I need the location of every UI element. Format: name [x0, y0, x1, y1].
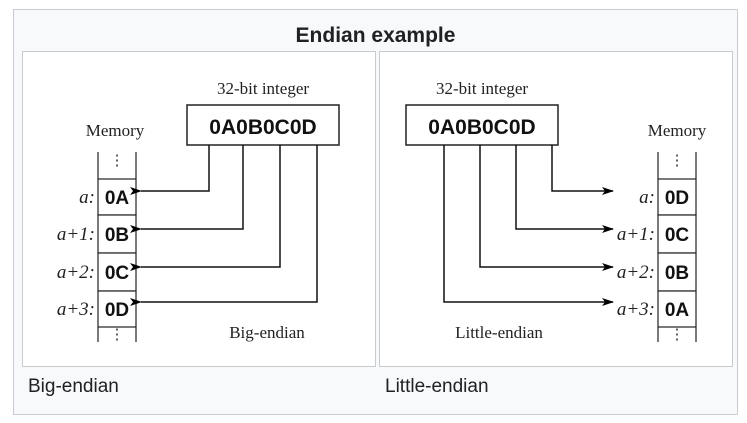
little-endian-caption: Little-endian: [385, 376, 489, 397]
little-endian-panel: 32-bit integer 0A0B0C0D Memory ⋮ ⋮ 0D 0C…: [379, 51, 733, 367]
memory-column: ⋮ ⋮ 0D 0C 0B 0A a: a+1: a+2: a+3:: [617, 152, 697, 343]
memory-label: Memory: [648, 121, 707, 140]
address-label: a+3:: [617, 299, 655, 320]
arrow-byte-0C: [515, 145, 614, 233]
integer-label: 32-bit integer: [436, 79, 528, 98]
memory-cell-value: 0B: [105, 225, 129, 246]
integer-value: 0A0B0C0D: [428, 116, 535, 139]
figure-title: Endian example: [295, 24, 456, 47]
memory-ellipsis-top: ⋮: [110, 153, 125, 169]
address-label: a+2:: [617, 262, 655, 283]
endian-figure: Endian example 32-bit integer 0A0B0C0D M…: [13, 9, 738, 415]
memory-cell: [97, 214, 137, 254]
big-endian-caption: Big-endian: [28, 376, 119, 397]
address-label: a+1:: [57, 224, 95, 245]
arrow-byte-0C: [130, 145, 281, 271]
integer-value: 0A0B0C0D: [209, 116, 316, 139]
memory-cell-value: 0D: [105, 300, 129, 321]
big-endian-diagram: 32-bit integer 0A0B0C0D Memory ⋮ ⋮ 0A 0B…: [57, 79, 340, 343]
arrow-byte-0A: [443, 145, 614, 306]
integer-box: [405, 104, 559, 146]
memory-cell-value: 0C: [105, 263, 130, 284]
little-endian-diagram: 32-bit integer 0A0B0C0D Memory ⋮ ⋮ 0D 0C…: [405, 79, 707, 343]
big-endian-panel: 32-bit integer 0A0B0C0D Memory ⋮ ⋮ 0A 0B…: [22, 51, 376, 367]
memory-cell: [97, 290, 137, 328]
address-label: a:: [639, 187, 655, 208]
address-label: a+2:: [57, 262, 95, 283]
memory-cell: [97, 178, 137, 216]
memory-cell-value: 0A: [665, 300, 690, 321]
memory-column: ⋮ ⋮ 0A 0B 0C 0D a: a+1: a+2: a+3:: [57, 152, 137, 343]
arrow-byte-0D: [130, 145, 318, 306]
integer-label: 32-bit integer: [217, 79, 309, 98]
memory-cell-value: 0A: [105, 188, 130, 209]
memory-label: Memory: [86, 121, 145, 140]
memory-cell-value: 0D: [665, 188, 689, 209]
memory-cell: [657, 214, 697, 254]
memory-cell: [657, 178, 697, 216]
arrow-byte-0B: [479, 145, 614, 271]
arrow-byte-0D: [551, 145, 614, 195]
memory-cell-value: 0B: [665, 263, 689, 284]
memory-cell: [97, 252, 137, 292]
address-label: a:: [79, 187, 95, 208]
address-label: a+1:: [617, 224, 655, 245]
byte-arrows: [130, 145, 318, 306]
diagram-label: Little-endian: [455, 323, 543, 342]
memory-cell: [657, 290, 697, 328]
diagram-label: Big-endian: [229, 323, 305, 342]
memory-ellipsis-bottom: ⋮: [670, 327, 685, 343]
integer-box: [186, 104, 340, 146]
byte-arrows: [443, 145, 614, 306]
memory-ellipsis-bottom: ⋮: [110, 327, 125, 343]
arrow-byte-0B: [130, 145, 244, 233]
memory-cell-value: 0C: [665, 225, 690, 246]
arrow-byte-0A: [130, 145, 210, 195]
address-label: a+3:: [57, 299, 95, 320]
memory-ellipsis-top: ⋮: [670, 153, 685, 169]
